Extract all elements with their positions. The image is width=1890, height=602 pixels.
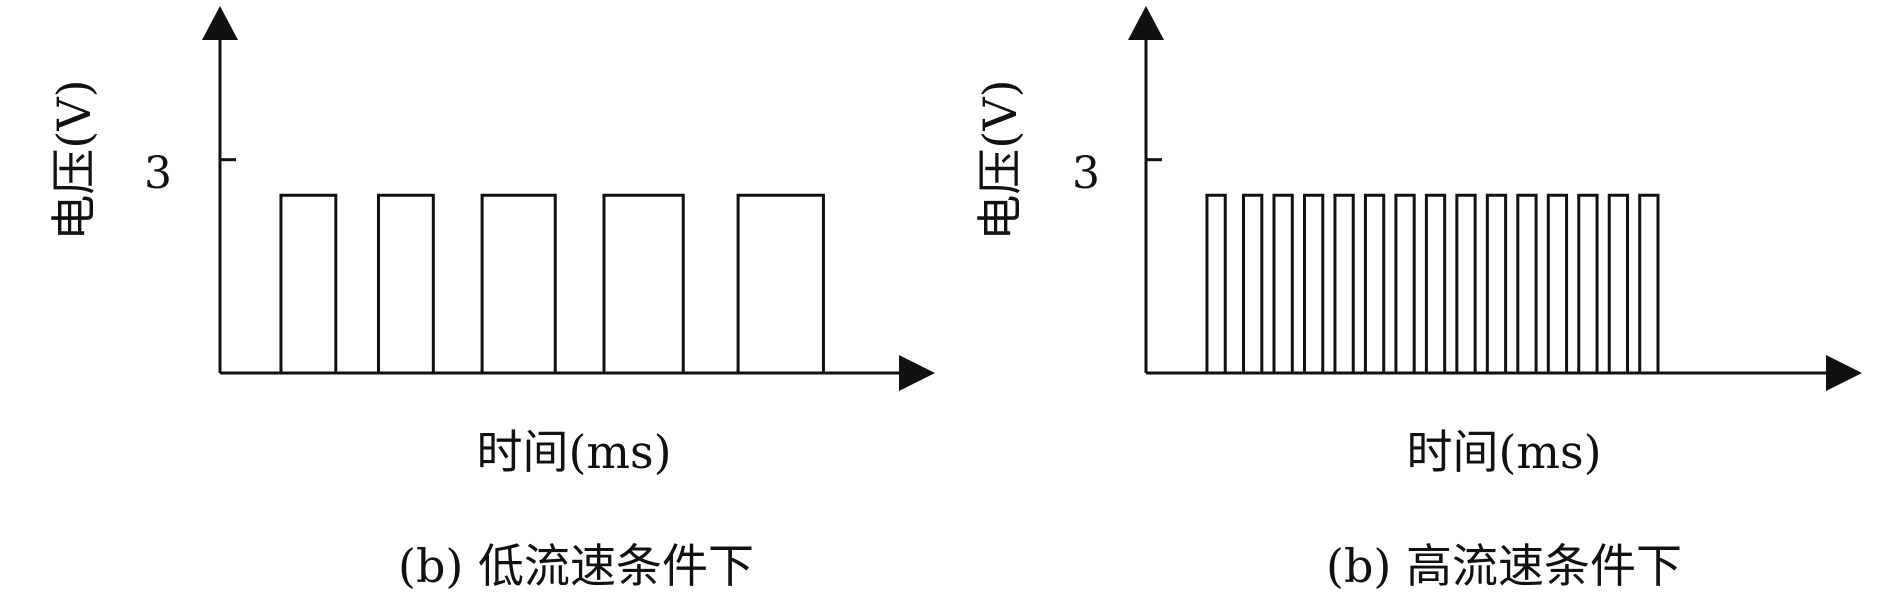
x-axis-label-high-flow: 时间(ms) <box>1406 425 1601 479</box>
voltage-pulse <box>602 193 685 373</box>
voltage-pulse <box>1546 193 1569 373</box>
y-tick-label-low-flow: 3 <box>144 148 172 199</box>
voltage-pulse <box>1272 193 1294 373</box>
plot-area-low-flow <box>202 6 935 391</box>
x-axis-arrow <box>1826 355 1862 391</box>
voltage-pulse <box>1607 193 1630 373</box>
voltage-pulse <box>279 193 338 373</box>
y-tick-label-high-flow: 3 <box>1072 148 1100 199</box>
voltage-pulse <box>1394 193 1416 373</box>
voltage-pulse <box>1577 193 1599 373</box>
y-axis-label-high-flow: 电压(V) <box>973 79 1027 240</box>
voltage-pulse <box>736 193 825 373</box>
voltage-pulse <box>1333 193 1355 373</box>
x-axis-label-low-flow: 时间(ms) <box>476 425 671 479</box>
voltage-pulse <box>1363 193 1386 373</box>
voltage-pulse <box>1205 193 1227 373</box>
voltage-pulse <box>1302 193 1325 373</box>
voltage-pulse <box>1455 193 1477 373</box>
y-axis-arrow <box>202 6 238 40</box>
voltage-pulse <box>1242 193 1264 373</box>
voltage-pulse <box>1485 193 1508 373</box>
voltage-pulse <box>1424 193 1447 373</box>
plot-area-high-flow <box>1128 6 1862 391</box>
subtitle-low-flow: (b) 低流速条件下 <box>398 539 754 593</box>
chart-panel-low-flow: 电压(V) 3 时间(ms) (b) 低流速条件下 <box>47 6 935 593</box>
subtitle-high-flow: (b) 高流速条件下 <box>1326 539 1682 593</box>
chart-panel-high-flow: 电压(V) 3 时间(ms) (b) 高流速条件下 <box>973 6 1862 593</box>
voltage-pulse <box>1516 193 1538 373</box>
voltage-pulse <box>1638 193 1660 373</box>
voltage-pulse <box>480 193 557 373</box>
y-axis-label-low-flow: 电压(V) <box>47 79 101 240</box>
x-axis-arrow <box>899 355 935 391</box>
voltage-pulse <box>376 193 435 373</box>
y-axis-arrow <box>1128 6 1164 40</box>
